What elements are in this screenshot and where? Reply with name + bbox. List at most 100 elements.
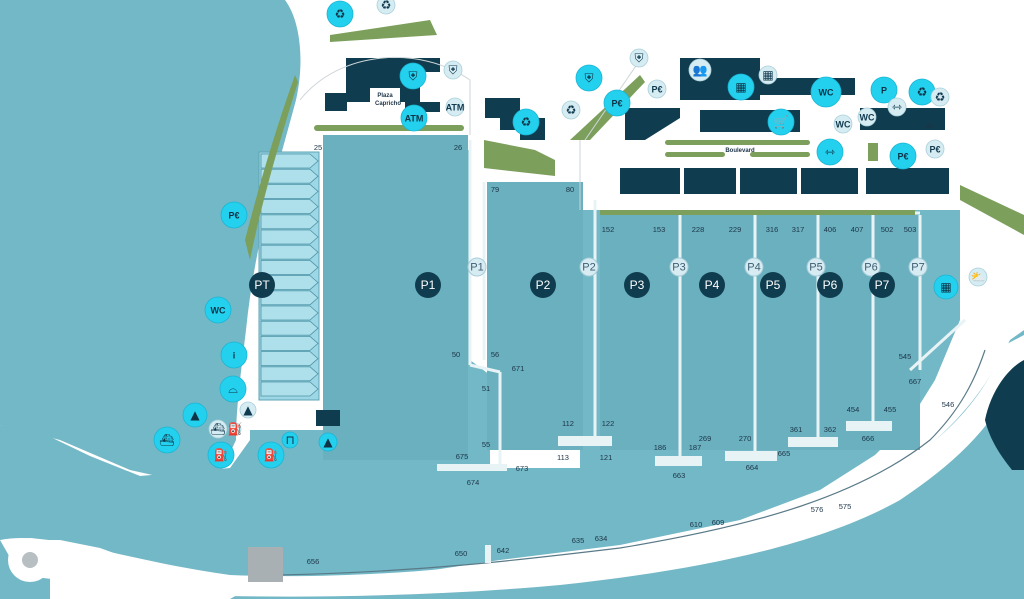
- berth-number: 270: [739, 434, 752, 443]
- berth-number: 26: [454, 143, 462, 152]
- pier-marker-p6-light[interactable]: P6: [861, 257, 881, 277]
- gym-dumbbell-icon[interactable]: ⇿: [816, 138, 844, 166]
- service-icon-glyph: ▦: [940, 280, 951, 294]
- security-shield-icon[interactable]: ⛨: [575, 64, 603, 92]
- berth-number: 665: [778, 449, 791, 458]
- pier-marker-p7-dark[interactable]: P7: [869, 272, 895, 298]
- pt-berth-slot: [260, 336, 319, 351]
- service-icon-glyph: ⛨: [408, 69, 417, 83]
- boxes-storage-icon[interactable]: ▦: [758, 65, 778, 85]
- pt-berth-slot: [260, 305, 319, 321]
- berth-number: 666: [862, 434, 875, 443]
- berth-number: 79: [491, 185, 499, 194]
- lighthouse-icon[interactable]: ▲: [182, 402, 208, 428]
- boat-pumpout-icon[interactable]: ⛴: [208, 419, 228, 439]
- gas-station-icon[interactable]: ⛽: [207, 441, 235, 469]
- restroom-wc-icon[interactable]: WC: [833, 114, 853, 134]
- pier-marker-p4-dark[interactable]: P4: [699, 272, 725, 298]
- service-icon-glyph: P€: [897, 152, 908, 162]
- pier-marker-p4-light[interactable]: P4: [744, 257, 764, 277]
- fuel-pump-icon[interactable]: ⛽: [257, 441, 285, 469]
- shower-wc-icon[interactable]: WC: [810, 76, 842, 108]
- service-icon-circle: [603, 89, 631, 117]
- lighthouse-icon[interactable]: ▲: [318, 432, 338, 452]
- boat-pumpout-icon[interactable]: ⛴: [153, 426, 181, 454]
- recycling-icon[interactable]: ♻: [376, 0, 396, 15]
- berth-number: 576: [811, 505, 824, 514]
- recycling-icon[interactable]: ♻: [908, 78, 936, 106]
- lighthouse-icon[interactable]: ▲: [239, 401, 257, 419]
- pt-berth-slot: [260, 290, 319, 306]
- breakwater-rocks: [985, 360, 1024, 470]
- pier-marker-p2-dark[interactable]: P2: [530, 272, 556, 298]
- atm-icon[interactable]: ATM: [400, 104, 428, 132]
- pt-berth-slot: [260, 351, 319, 366]
- berth-number: 609: [712, 518, 725, 527]
- paid-parking-icon[interactable]: P€: [603, 89, 631, 117]
- pier-marker-p5-dark[interactable]: P5: [760, 272, 786, 298]
- parking-icon[interactable]: P: [870, 76, 898, 104]
- pier-marker-label: P7: [911, 262, 924, 274]
- gym-dumbbell-icon[interactable]: ⇿: [887, 97, 907, 117]
- atm-icon[interactable]: ATM: [445, 97, 465, 117]
- pier-marker-p3-dark[interactable]: P3: [624, 272, 650, 298]
- pier-marker-circle: [530, 272, 556, 298]
- group-people-icon[interactable]: 👥: [688, 58, 712, 82]
- berth-number: 121: [600, 453, 613, 462]
- pier-marker-label: P1: [421, 278, 436, 292]
- pier-marker-p1-dark[interactable]: P1: [415, 272, 441, 298]
- pier-marker-p6-dark[interactable]: P6: [817, 272, 843, 298]
- service-icon-circle: [445, 97, 465, 117]
- berth-number: 112: [562, 419, 574, 428]
- travel-lift-icon[interactable]: ⊓: [281, 431, 299, 449]
- paid-parking-icon[interactable]: P€: [647, 79, 667, 99]
- service-icon-glyph: 👥: [693, 63, 708, 77]
- pier-marker-p1-light[interactable]: P1: [467, 257, 487, 277]
- boxes-storage-icon[interactable]: ▦: [933, 274, 959, 300]
- service-icon-circle: [575, 64, 603, 92]
- pier-marker-label: P6: [823, 278, 838, 292]
- security-shield-icon[interactable]: ⛨: [629, 48, 649, 68]
- service-icon-glyph: ⛽: [264, 448, 279, 462]
- service-icon-circle: [219, 375, 247, 403]
- harbour-master-cap-icon[interactable]: ⌓: [219, 375, 247, 403]
- paid-parking-icon[interactable]: P€: [220, 201, 248, 229]
- paid-parking-icon[interactable]: P€: [925, 139, 945, 159]
- berth-number: 610: [690, 520, 703, 529]
- pier-marker-p7-light[interactable]: P7: [908, 257, 928, 277]
- pier-marker-pt-dark[interactable]: PT: [249, 272, 275, 298]
- security-shield-icon[interactable]: ⛨: [399, 62, 427, 90]
- service-icon-glyph: ▲: [190, 408, 200, 422]
- pt-berth-slot: [260, 381, 319, 397]
- berth-number: 642: [497, 546, 510, 555]
- gas-station-icon[interactable]: ⛽: [228, 422, 243, 436]
- service-icon-circle: [833, 114, 853, 134]
- recycling-icon[interactable]: ♻: [561, 100, 581, 120]
- restroom-wc-icon[interactable]: WC: [857, 107, 877, 127]
- pier-marker-p3-light[interactable]: P3: [669, 257, 689, 277]
- service-icon-circle: [208, 419, 228, 439]
- berth-number: 55: [482, 440, 490, 449]
- boulevard-label: Boulevard: [725, 148, 755, 154]
- service-icons[interactable]: ♻♻⛨⛨ATMATM♻♻⛨⛨P€P€👥▦▦WC🛒WCWCP⇿♻♻⇿P€P€P€W…: [153, 0, 988, 469]
- service-icon-glyph: ▦: [735, 80, 746, 94]
- pier-marker-circle: [669, 257, 689, 277]
- recycling-icon[interactable]: ♻: [326, 0, 354, 28]
- information-icon[interactable]: i: [220, 341, 248, 369]
- boxes-storage-icon[interactable]: ▦: [727, 73, 755, 101]
- pier-marker-p5-light[interactable]: P5: [806, 257, 826, 277]
- service-icon-glyph: ⛨: [584, 71, 593, 85]
- service-icon-glyph: ▦: [762, 68, 773, 82]
- pier-marker-p2-light[interactable]: P2: [579, 257, 599, 277]
- recycling-icon[interactable]: ♻: [930, 87, 950, 107]
- weather-icon[interactable]: ⛅: [968, 267, 988, 287]
- recycling-icon[interactable]: ♻: [512, 108, 540, 136]
- restroom-wc-icon[interactable]: WC: [204, 296, 232, 324]
- service-icon-circle: [758, 65, 778, 85]
- shopping-cart-icon[interactable]: 🛒: [767, 108, 795, 136]
- security-shield-icon[interactable]: ⛨: [443, 60, 463, 80]
- south-breakwater-pontoon: [279, 349, 986, 576]
- berth-number: 406: [824, 225, 837, 234]
- paid-parking-icon[interactable]: P€: [889, 142, 917, 170]
